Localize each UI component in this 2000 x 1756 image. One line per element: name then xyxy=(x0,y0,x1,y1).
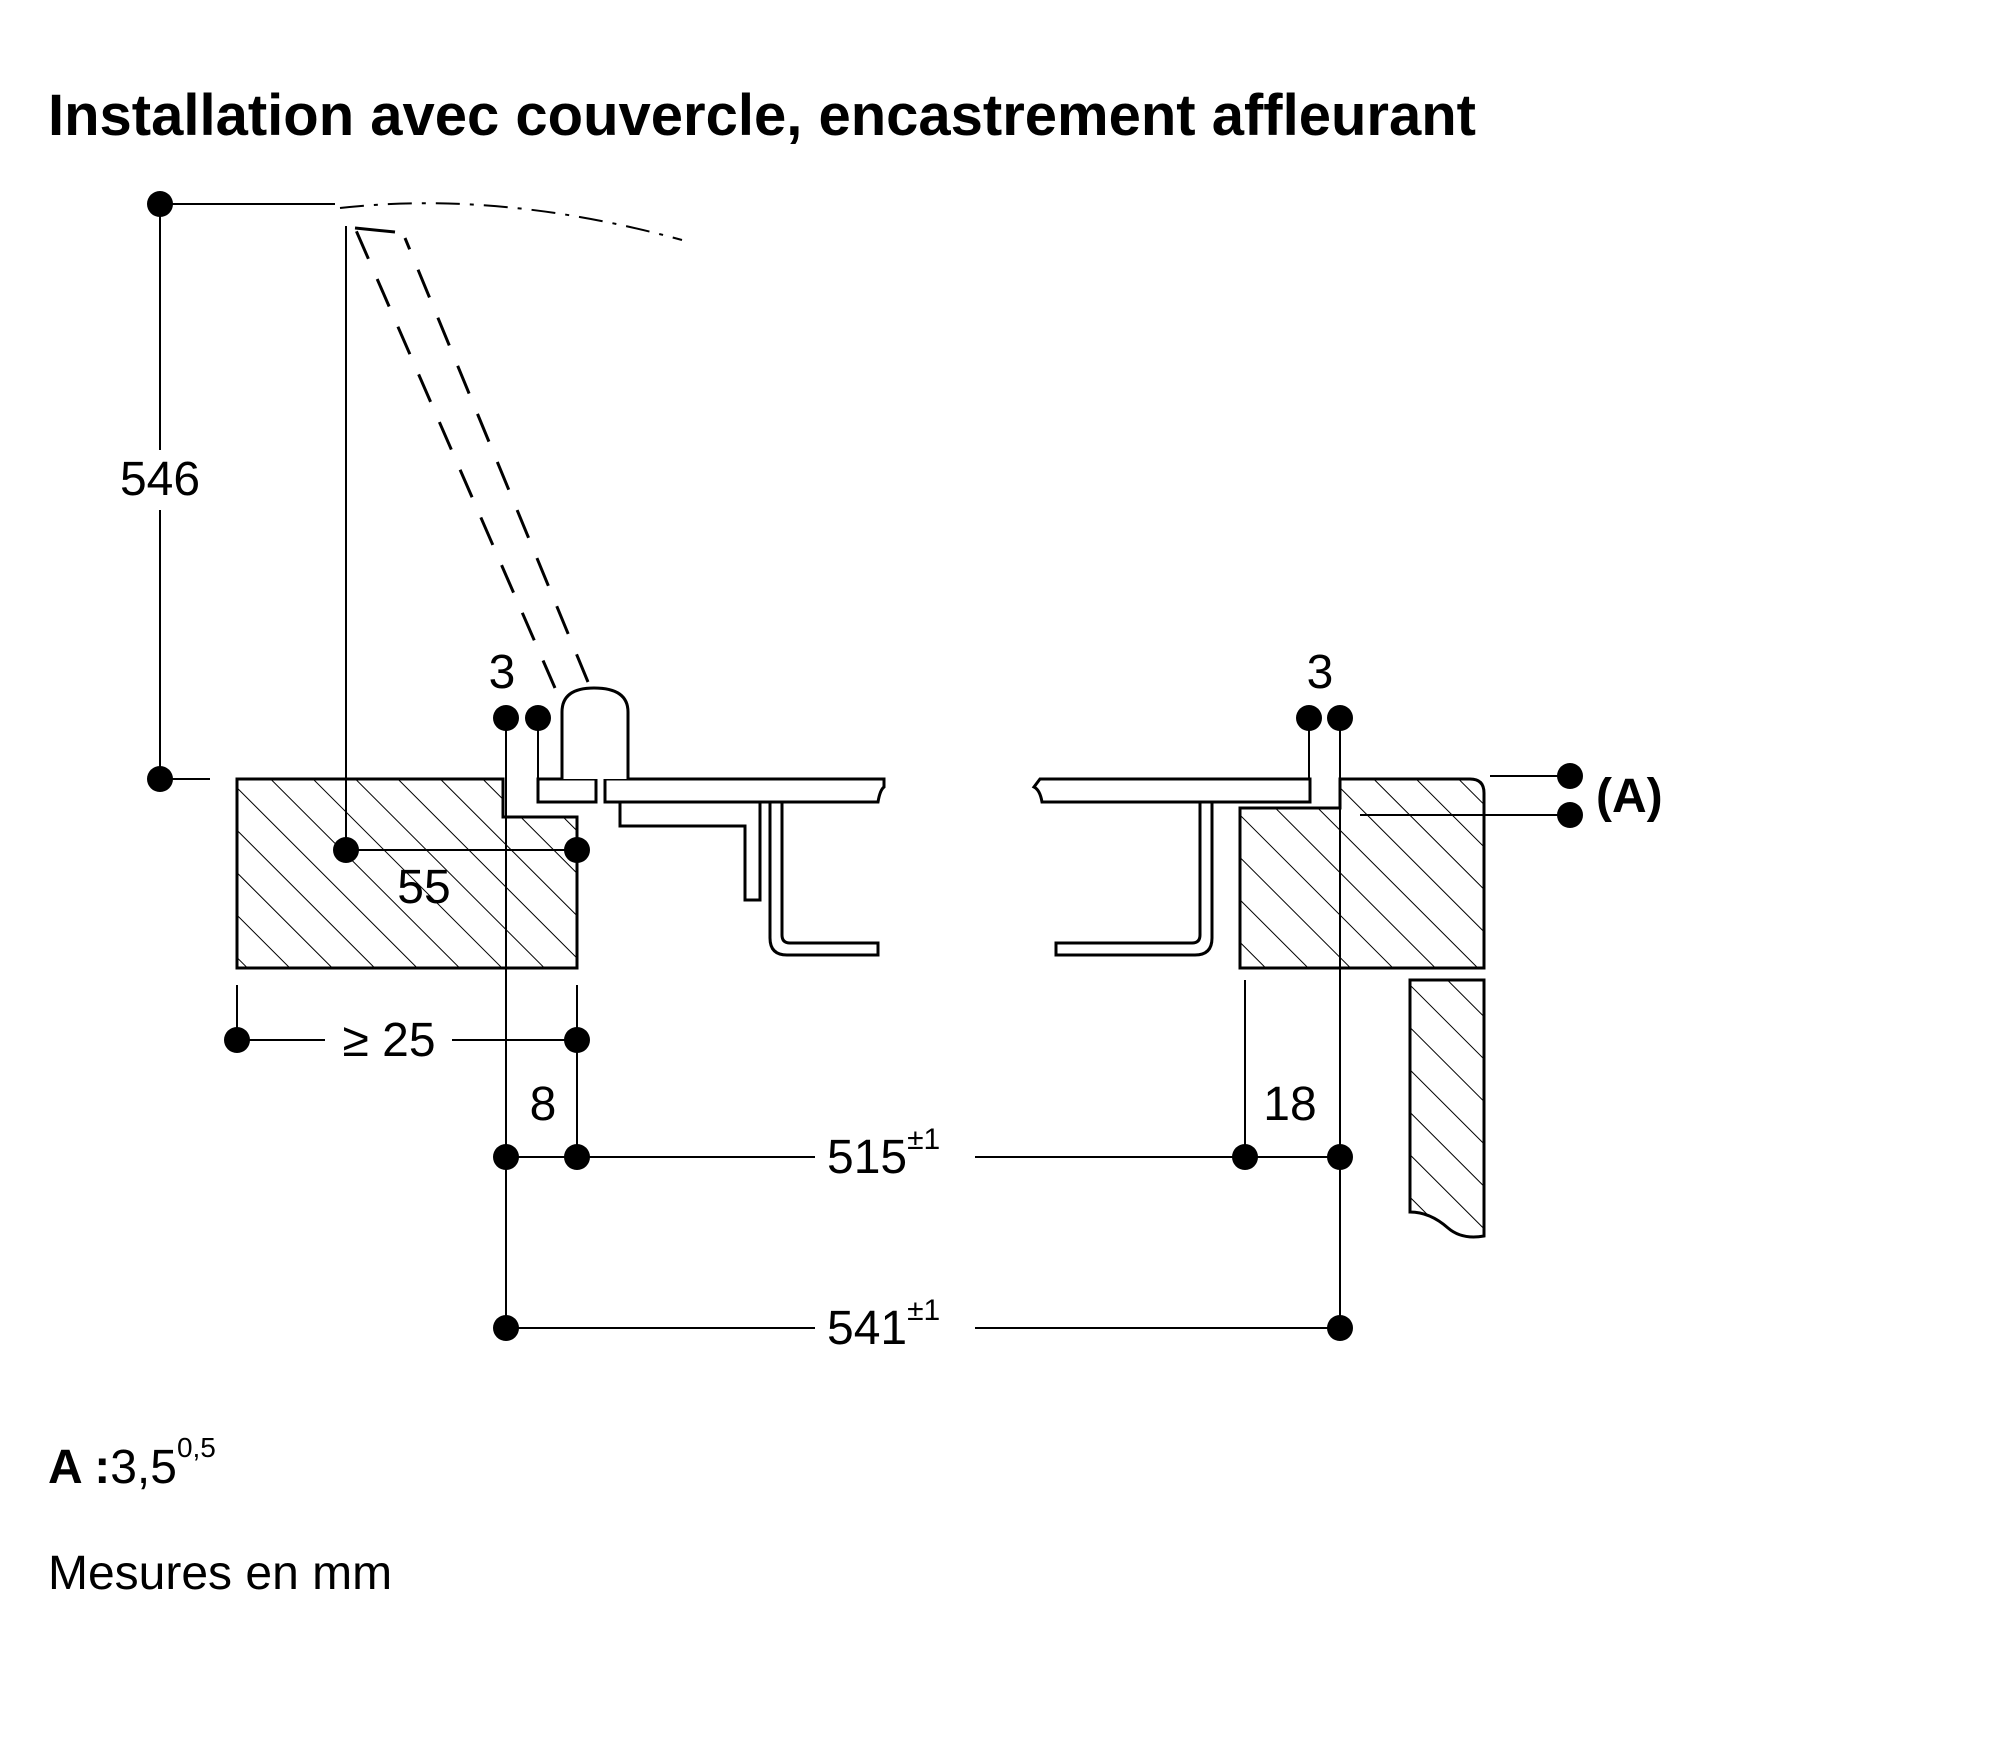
dim-dot xyxy=(333,837,359,863)
lid-top-stroke xyxy=(354,226,396,234)
legend-a: A :3,50,5 xyxy=(48,1432,216,1495)
dim-dot xyxy=(1327,1315,1353,1341)
dim-cutout-outer-tolerance: ±1 xyxy=(907,1294,940,1327)
dim-dot xyxy=(1557,802,1583,828)
dim-gap-left-label: 3 xyxy=(489,646,516,699)
dim-cutout-inner-label: 515±1 xyxy=(827,1123,940,1184)
dim-gap-right-label: 3 xyxy=(1307,646,1334,699)
dim-gap-left xyxy=(505,718,539,1325)
dim-dot xyxy=(493,705,519,731)
dim-dot xyxy=(525,705,551,731)
hob-bracket-right xyxy=(1054,802,1214,957)
cabinet-side-panel xyxy=(1408,978,1486,1239)
dim-dot xyxy=(1327,1144,1353,1170)
lid-swing-arc xyxy=(339,202,683,241)
dim-dot xyxy=(147,766,173,792)
dim-cutout-outer-label: 541±1 xyxy=(827,1294,940,1355)
dim-dot xyxy=(493,1315,519,1341)
dim-dot xyxy=(147,191,173,217)
hob-plate-right xyxy=(1031,777,1312,804)
right-worktop xyxy=(1238,777,1486,970)
dim-dot xyxy=(224,1027,250,1053)
dim-dot xyxy=(564,837,590,863)
dim-dot xyxy=(564,1144,590,1170)
left-worktop xyxy=(235,777,579,970)
dim-cutout-outer-value: 541 xyxy=(827,1302,907,1355)
hob-housing-left xyxy=(618,802,762,902)
dim-cutout-inner-value: 515 xyxy=(827,1131,907,1184)
dim-dot xyxy=(493,1144,519,1170)
dim-a xyxy=(1360,775,1570,816)
page-title: Installation avec couvercle, encastremen… xyxy=(48,83,1476,148)
dim-step-label: 8 xyxy=(530,1078,557,1131)
dim-dot xyxy=(564,1027,590,1053)
legend-a-label: A : xyxy=(48,1441,111,1494)
dim-dot xyxy=(1557,763,1583,789)
dim-a-label: (A) xyxy=(1596,770,1663,823)
dim-dot xyxy=(1296,705,1322,731)
dim-lid-height-label: 546 xyxy=(120,453,200,506)
legend-a-tolerance: 0,5 xyxy=(176,1432,216,1463)
opened-lid xyxy=(353,227,590,689)
lid-hinge-knob xyxy=(560,686,630,779)
lid-hinge-block xyxy=(536,777,598,804)
hob-plate-left xyxy=(603,777,886,804)
dim-dot xyxy=(1327,705,1353,731)
legend-a-value: 3,5 xyxy=(110,1441,177,1494)
dim-min-edge-label: ≥ 25 xyxy=(342,1014,435,1067)
dim-lid-height xyxy=(159,203,347,850)
units-note: Mesures en mm xyxy=(48,1547,393,1600)
dim-step-right-label: 18 xyxy=(1263,1078,1316,1131)
dim-rebate-width-label: 55 xyxy=(397,861,450,914)
dim-min-edge xyxy=(236,985,578,1160)
dim-cutout-inner-tolerance: ±1 xyxy=(907,1123,940,1156)
dim-dot xyxy=(1232,1144,1258,1170)
hob-bracket-left xyxy=(768,802,880,957)
